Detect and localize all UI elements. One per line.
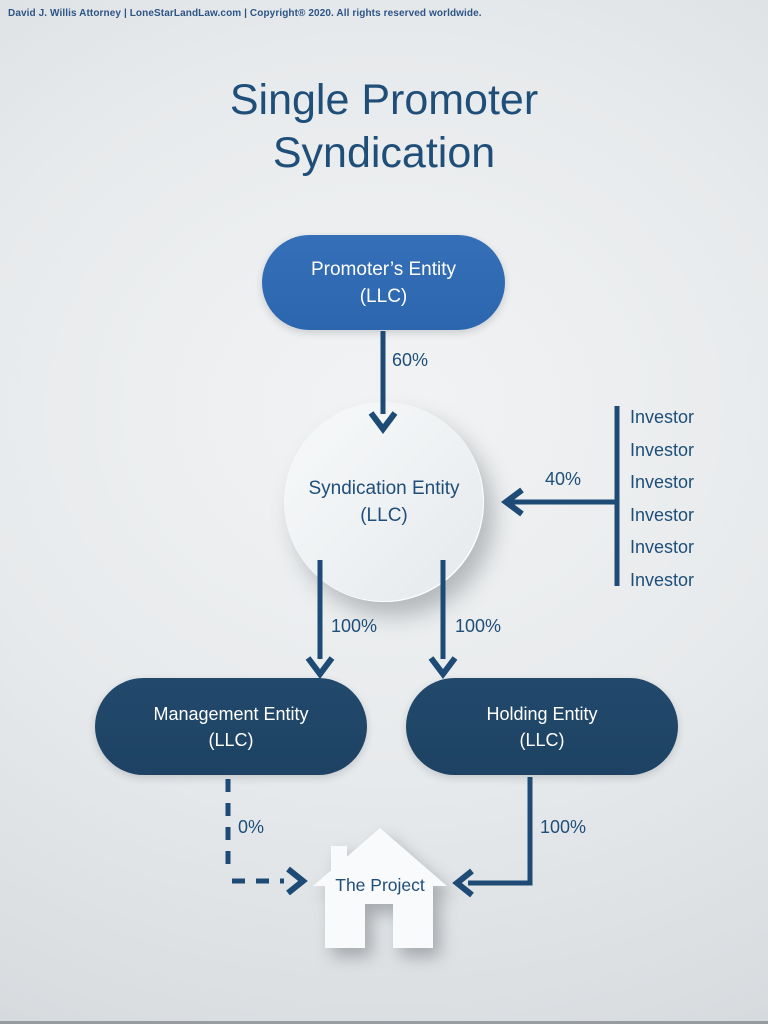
management-entity-type: (LLC): [208, 729, 254, 750]
page-title-line1: Single Promoter: [229, 76, 539, 124]
syndication-entity-node: Syndication Entity (LLC): [284, 402, 484, 602]
copyright-credit: David J. Willis Attorney | LoneStarLandL…: [8, 8, 482, 19]
management-entity-name: Management Entity: [153, 703, 309, 724]
investor-item: Investor: [630, 537, 695, 557]
bottom-edge-line: [0, 1021, 768, 1024]
edge-label-40pct: 40%: [545, 469, 582, 489]
edge-label-0pct: 0%: [238, 817, 265, 837]
arrow-holding-to-project: [452, 777, 533, 898]
management-entity-node: Management Entity (LLC): [95, 678, 367, 775]
syndication-entity-name: Syndication Entity: [308, 478, 460, 499]
page-title: Single Promoter Syndication: [0, 74, 768, 180]
holding-entity-name: Holding Entity: [486, 703, 598, 724]
promoter-entity-type: (LLC): [359, 285, 408, 307]
syndication-entity-type: (LLC): [360, 505, 408, 526]
holding-entity-node: Holding Entity (LLC): [406, 678, 678, 775]
arrow-investors-to-syndication: [501, 487, 617, 517]
investor-item: Investor: [630, 439, 695, 460]
promoter-entity-name: Promoter’s Entity: [310, 258, 456, 280]
project-house-icon: [313, 828, 447, 948]
edge-label-60pct: 60%: [392, 350, 429, 370]
investor-item: Investor: [630, 504, 695, 525]
investor-item: Investor: [630, 472, 695, 492]
page-title-line2: Syndication: [272, 129, 496, 177]
holding-entity-type: (LLC): [519, 729, 565, 750]
investor-item: Investor: [630, 407, 695, 427]
investor-list: Investor Investor Investor Investor Inve…: [630, 401, 694, 596]
project-label: The Project: [335, 875, 425, 895]
investor-item: Investor: [630, 569, 695, 590]
promoter-entity-node: Promoter’s Entity (LLC): [262, 235, 505, 330]
edge-label-100pct-project: 100%: [540, 817, 587, 837]
edge-label-100pct-management: 100%: [331, 616, 378, 636]
edge-label-100pct-holding: 100%: [455, 616, 502, 636]
